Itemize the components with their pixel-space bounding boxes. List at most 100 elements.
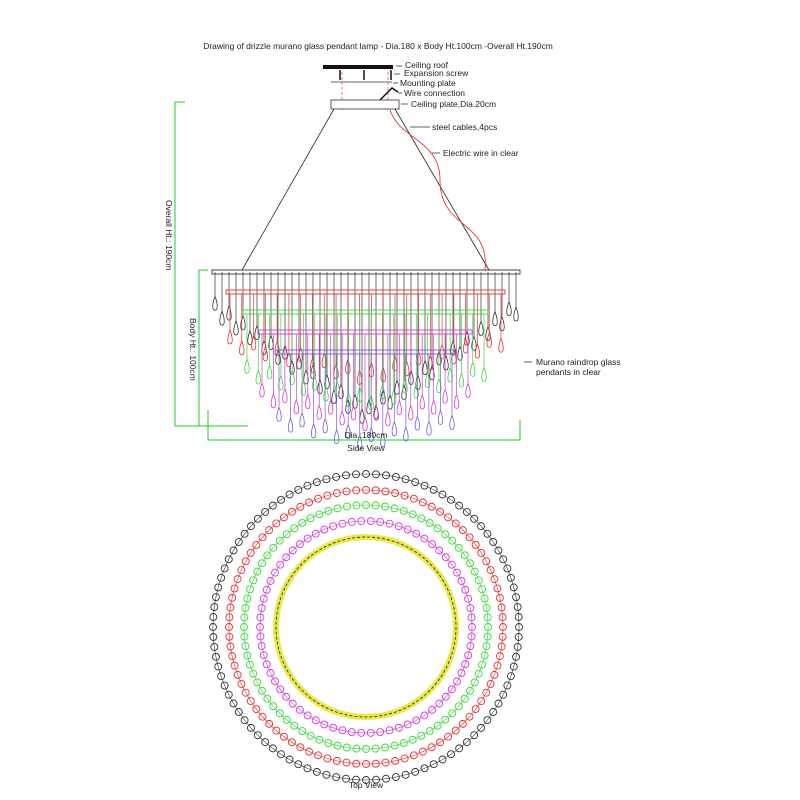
electric-wire [389,109,486,271]
top-ring-pendant [347,728,356,736]
raindrop-pendant [293,399,299,414]
raindrop-pendant [268,335,274,350]
top-ring-pendant [342,758,351,767]
raindrop-pendant [427,355,433,371]
top-ring-pendant [352,486,361,495]
top-ring-pendant [324,739,333,747]
top-ring-pendant [471,705,480,714]
raindrop-pendant [415,350,422,366]
top-ring-pendant [258,686,266,695]
top-ring-pendant [465,712,474,721]
top-ring-pendant [261,738,270,746]
top-ring-pendant [225,613,234,622]
top-ring-pendant [470,678,479,687]
top-ring-pendant [401,770,410,779]
top-ring-pendant [258,533,267,542]
top-ring-pendant [495,652,504,661]
tier-ring [211,269,521,275]
top-ring-pendant [266,669,275,677]
top-ring-pendant [229,546,238,555]
top-ring-pendant [209,623,217,631]
top-ring-pendant [342,743,351,752]
top-ring-pendant [371,744,380,753]
top-ring-pendant [246,548,255,557]
top-ring-pendant [509,583,518,592]
top-ring-pendant [288,699,297,708]
top-view-rings [209,470,523,784]
top-ring-pendant [498,632,507,641]
raindrop-pendant [259,382,265,398]
top-ring-pendant [483,632,492,641]
top-ring-pendant [418,747,427,756]
top-ring-pendant [412,716,421,725]
label-mounting-plate: Mounting plate [400,78,456,88]
top-ring-pendant [210,603,219,611]
top-ring-pendant [285,490,294,499]
top-ring-pendant [503,564,512,573]
top-ring-pendant [482,642,491,651]
top-ring-pendant [295,540,304,549]
label-ceiling-plate: Ceiling plate,Dia.20cm [411,99,496,109]
top-ring-pendant [448,709,457,718]
top-ring-pendant [271,568,279,577]
top-ring-pendant [362,745,370,753]
top-ring-pendant [447,685,456,694]
raindrop-pendant [366,399,372,415]
top-ring-pendant [470,514,479,523]
top-ring-pendant [506,672,515,681]
top-ring-pendant [412,529,421,538]
top-ring-pendant [451,726,460,735]
top-ring-pendant [486,679,495,688]
label-wire-connection: Wire connection [404,88,465,98]
top-ring-pendant [323,754,332,763]
top-ring-pendant [447,560,456,569]
top-ring-pendant [276,685,285,694]
top-ring-pendant [453,568,461,577]
top-ring-pendant [258,559,266,568]
top-ring-pendant [447,495,455,504]
raindrop-pendant [333,364,339,379]
top-ring-pendant [420,764,429,773]
top-ring-pendant [265,719,274,728]
top-ring-pendant [253,731,262,740]
raindrop-pendant [513,306,519,322]
top-ring-pendant [229,699,238,708]
top-ring-pendant [477,723,485,732]
top-ring-pendant [256,623,264,631]
top-ring-pendant [220,681,229,690]
top-ring-pendant [295,705,304,714]
top-ring-pendant [276,560,285,569]
top-ring-pendant [249,669,258,678]
top-ring-pendant [352,759,361,768]
top-ring-pendant [217,573,226,582]
top-ring-pendant [338,726,347,735]
top-ring-pendant [470,731,479,740]
top-ring-pendant [312,767,321,776]
top-ring-pendant [224,555,233,564]
top-ring-pendant [390,504,399,513]
wire-connection [379,87,399,101]
top-ring-pendant [332,489,341,498]
top-ring-pendant [462,738,471,746]
raindrop-pendant [414,416,421,431]
top-ring-pendant [512,652,521,661]
top-ring-pendant [438,755,447,764]
top-ring-pendant [466,686,474,695]
raindrop-pendant [424,373,431,389]
top-ring-pendant [240,716,249,725]
top-ring-pendant [240,632,249,641]
raindrop-pendant [443,355,449,371]
top-ring-pendant [225,623,233,631]
top-ring-pendant [382,774,390,783]
top-ring-pendant [409,494,418,503]
top-ring-pendant [347,518,356,526]
body-height-label: Body Ht.: 100cm [188,318,198,381]
top-ring-pendant [228,593,237,602]
top-ring-pendant [478,585,486,594]
raindrop-pendant [316,405,322,420]
top-ring-pendant [497,642,506,651]
raindrop-pendant [322,418,328,434]
tier-ring [242,309,489,315]
top-ring-pendant [418,498,427,507]
raindrop-pendant [422,360,428,376]
